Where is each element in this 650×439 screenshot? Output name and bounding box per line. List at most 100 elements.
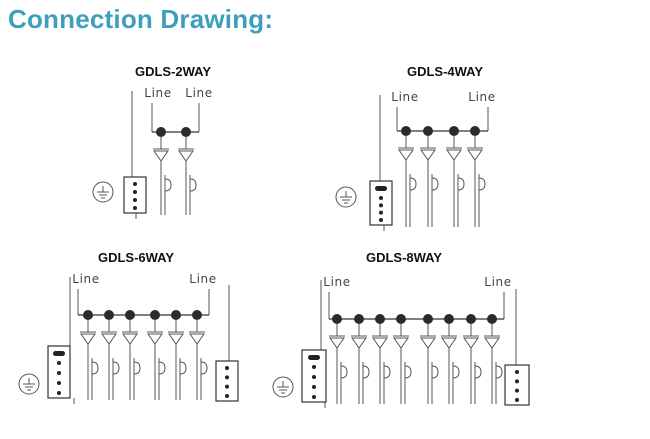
module-triangle: [441, 337, 457, 349]
line-label: Line: [468, 90, 495, 104]
terminal-node: [423, 314, 433, 324]
terminal-block-dot: [379, 210, 383, 215]
terminal-block-dot: [57, 361, 61, 365]
terminal-block-icon: [301, 349, 327, 403]
module-arc: [457, 177, 465, 191]
module-triangle: [398, 149, 414, 161]
ground-icon: [18, 373, 40, 395]
module-arc: [431, 365, 439, 379]
terminal-block-dot: [379, 203, 383, 208]
surge-protector-icon: [168, 310, 187, 400]
module-arc: [383, 365, 391, 379]
module-arc: [362, 365, 370, 379]
terminal-block-frame: [369, 180, 393, 226]
terminal-block-frame: [123, 176, 147, 214]
ground-icon-ring: [18, 373, 40, 395]
module-triangle: [420, 337, 436, 349]
terminal-block-dot: [379, 218, 383, 222]
terminal-node: [449, 126, 459, 136]
terminal-block-icon: [47, 345, 71, 399]
line-label: Line: [144, 86, 171, 100]
terminal-block-bar: [308, 355, 320, 360]
terminal-node: [104, 310, 114, 320]
diagram-title: GDLS-8WAY: [366, 250, 442, 265]
surge-protector-icon: [446, 126, 465, 227]
terminal-block-dot: [312, 375, 316, 379]
terminal-block-dot: [225, 366, 229, 370]
terminal-node: [83, 310, 93, 320]
ground-icon: [272, 376, 294, 398]
terminal-node: [401, 126, 411, 136]
terminal-block-icon: [369, 180, 393, 226]
module-arc: [404, 365, 412, 379]
module-triangle: [80, 333, 96, 345]
surge-protector-icon: [351, 314, 370, 404]
module-arc: [189, 178, 197, 192]
terminal-block-dot: [225, 384, 229, 389]
module-triangle: [101, 333, 117, 345]
terminal-block-dot: [225, 394, 229, 398]
module-triangle: [153, 150, 169, 162]
terminal-node: [150, 310, 160, 320]
terminal-block-dot: [515, 388, 519, 393]
module-arc: [200, 361, 208, 375]
terminal-node: [125, 310, 135, 320]
terminal-block-dot: [515, 370, 519, 374]
line-label: Line: [323, 275, 350, 289]
ground-icon-ring: [335, 186, 357, 208]
ground-icon: [92, 181, 114, 203]
surge-protector-icon: [420, 126, 439, 227]
module-triangle: [351, 337, 367, 349]
module-arc: [164, 178, 172, 192]
terminal-block-dot: [133, 206, 137, 210]
module-triangle: [147, 333, 163, 345]
surge-protector-icon: [393, 314, 412, 404]
module-triangle: [463, 337, 479, 349]
module-triangle: [420, 149, 436, 161]
terminal-block-dot: [225, 375, 229, 380]
surge-protector-icon: [372, 314, 391, 404]
module-triangle: [393, 337, 409, 349]
line-label: Line: [391, 90, 418, 104]
module-triangle: [122, 333, 138, 345]
terminal-block-bar: [375, 186, 387, 191]
terminal-node: [332, 314, 342, 324]
surge-protector-icon: [329, 314, 348, 404]
terminal-node: [192, 310, 202, 320]
module-triangle: [178, 150, 194, 162]
surge-protector-icon: [80, 310, 99, 400]
terminal-block-dot: [57, 381, 61, 385]
module-triangle: [484, 337, 500, 349]
line-label: Line: [72, 272, 99, 286]
line-label: Line: [185, 86, 212, 100]
surge-protector-icon: [467, 126, 486, 227]
terminal-node: [444, 314, 454, 324]
module-triangle: [189, 333, 205, 345]
surge-protector-icon: [147, 310, 166, 400]
module-arc: [452, 365, 460, 379]
diagram-title: GDLS-6WAY: [98, 250, 174, 265]
terminal-block-dot: [515, 379, 519, 384]
surge-protector-icon: [178, 127, 197, 215]
terminal-block-dot: [379, 196, 383, 200]
terminal-block-icon: [504, 364, 530, 406]
module-arc: [495, 365, 503, 379]
module-triangle: [168, 333, 184, 345]
module-triangle: [446, 149, 462, 161]
terminal-block-dot: [133, 182, 137, 186]
module-arc: [431, 177, 439, 191]
terminal-node: [423, 126, 433, 136]
module-arc: [478, 177, 486, 191]
surge-protector-icon: [101, 310, 120, 400]
module-arc: [133, 361, 141, 375]
page-title: Connection Drawing:: [8, 4, 274, 34]
ground-icon-ring: [272, 376, 294, 398]
module-triangle: [329, 337, 345, 349]
surge-protector-icon: [463, 314, 482, 404]
module-arc: [158, 361, 166, 375]
surge-protector-icon: [153, 127, 172, 215]
